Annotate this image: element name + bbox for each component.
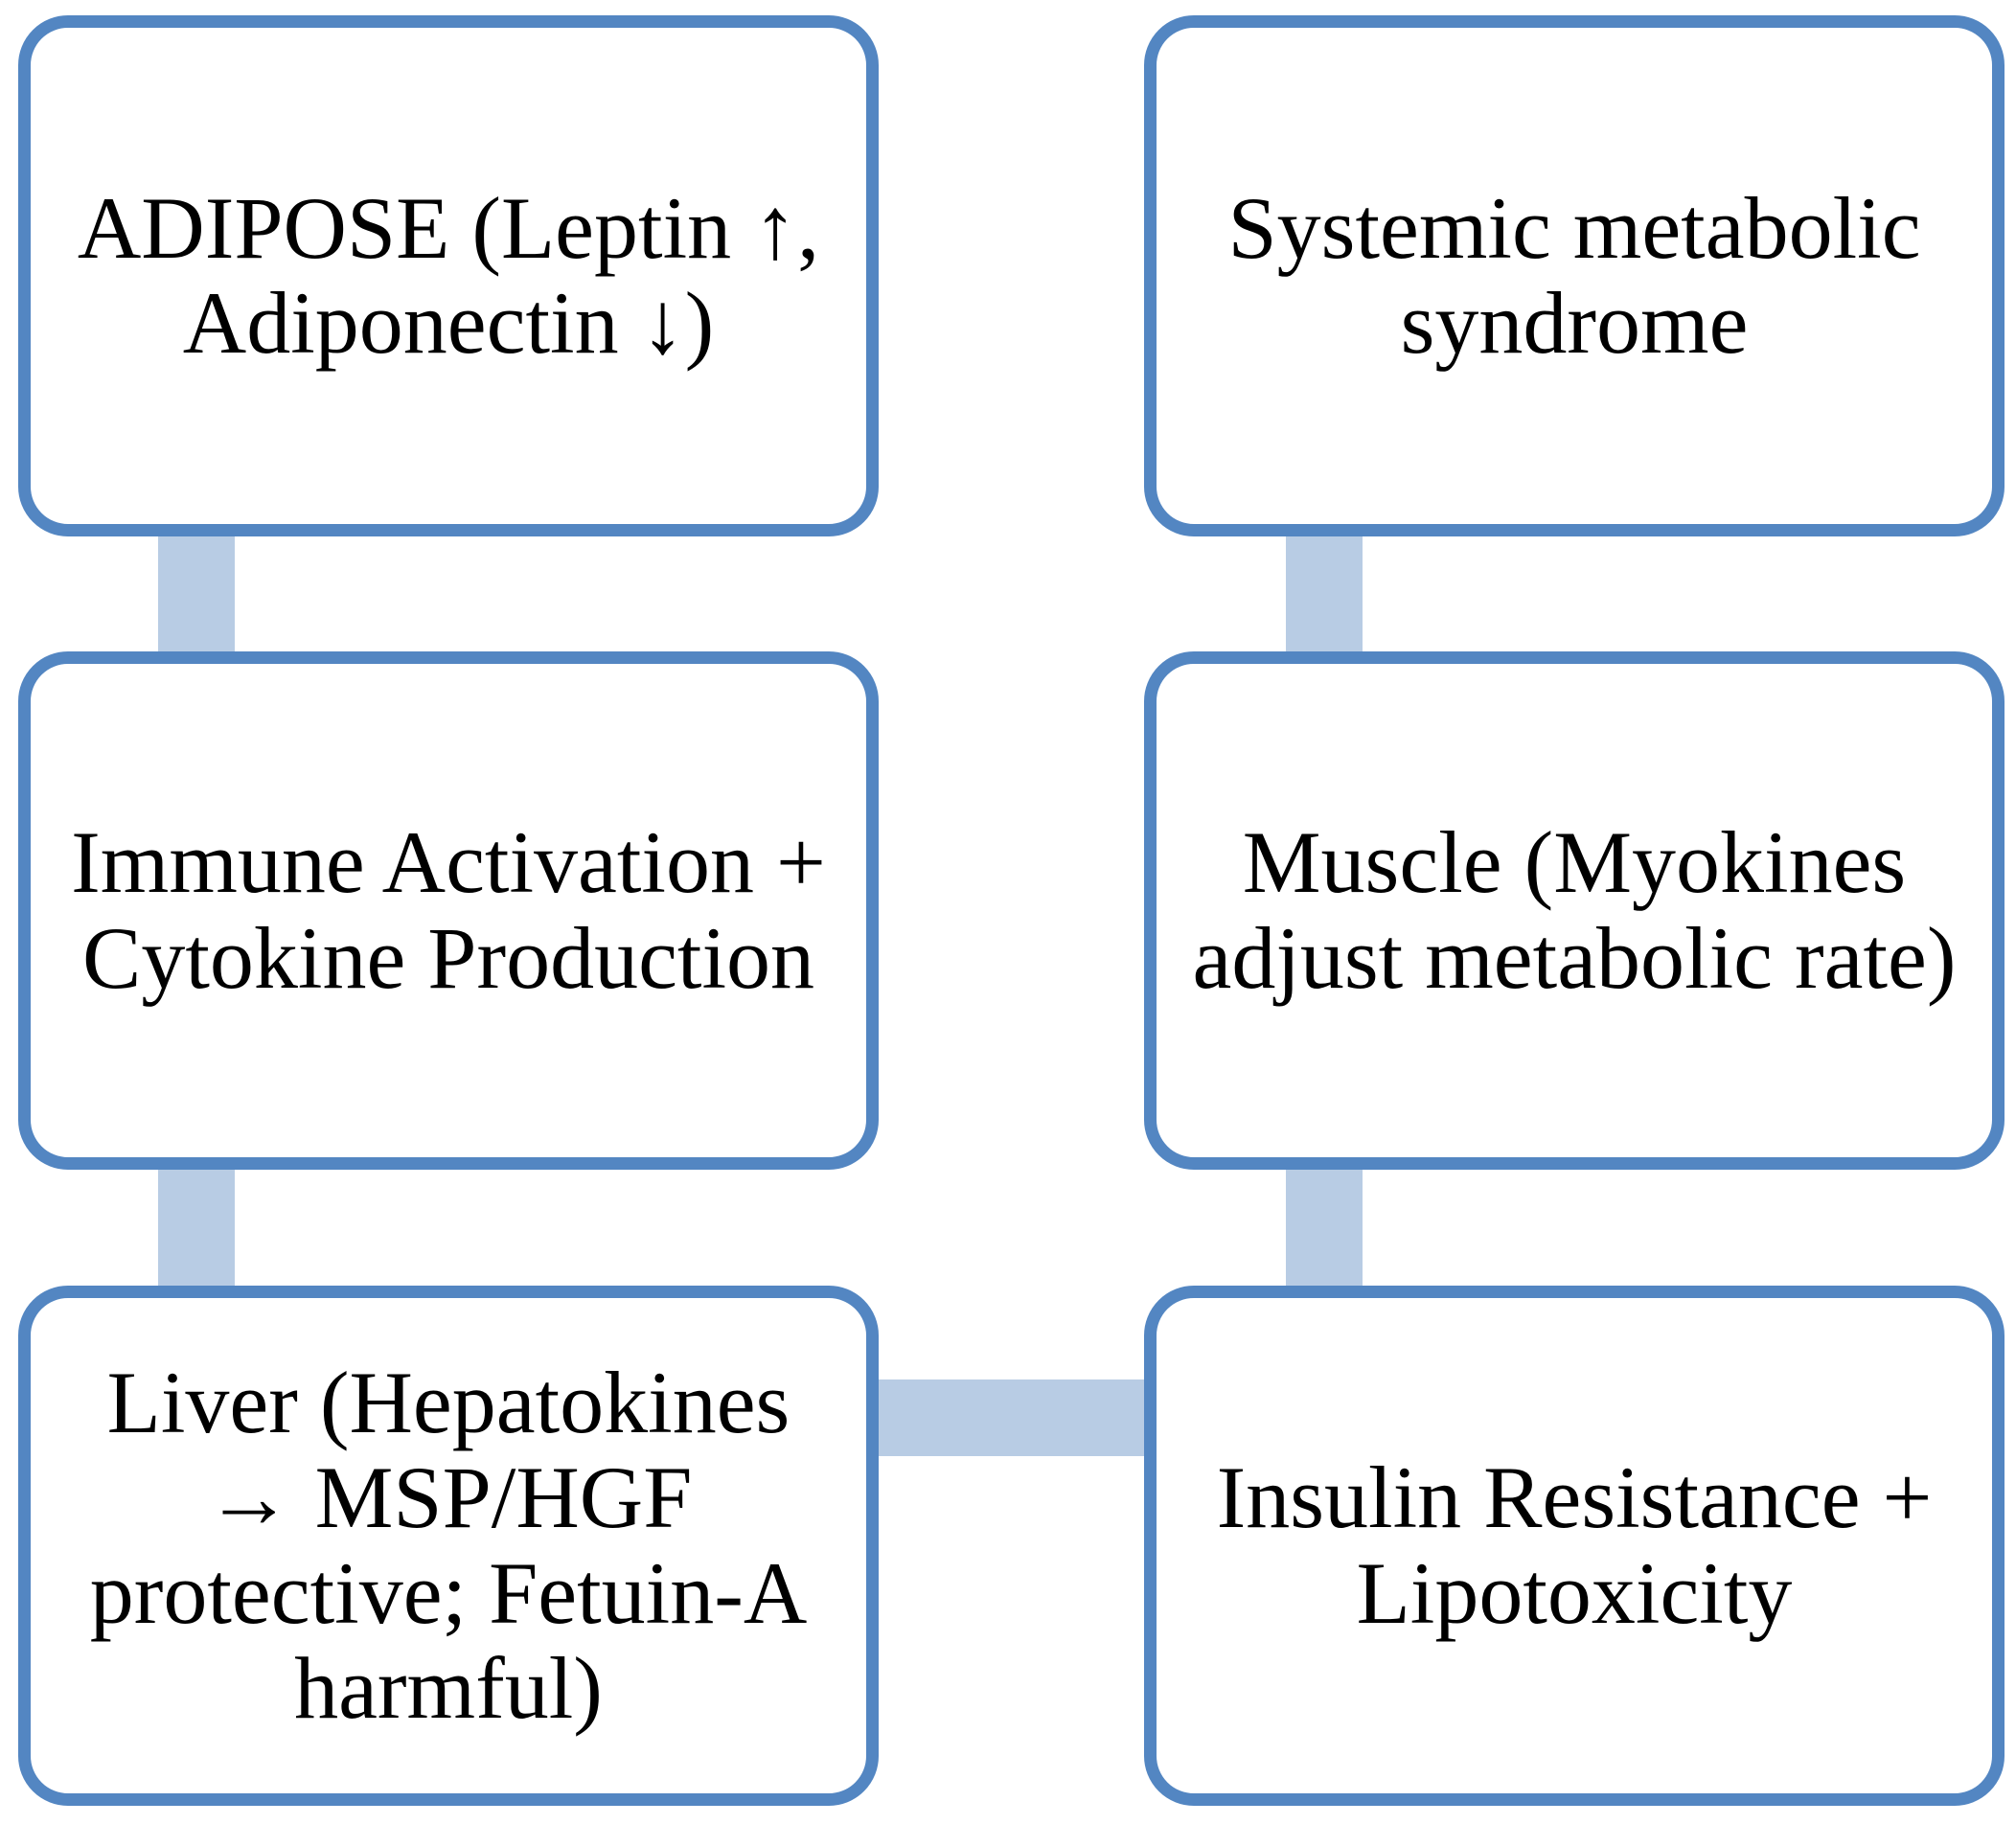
node-liver: Liver (Hepatokines → MSP/HGF protective;… <box>18 1286 879 1806</box>
connector-systemic-to-muscle <box>1286 522 1363 666</box>
node-insulin-label: Insulin Resistance + Lipotoxicity <box>1216 1448 1933 1642</box>
connector-liver-to-insulin <box>867 1379 1155 1456</box>
connector-muscle-to-insulin <box>1286 1154 1363 1298</box>
node-adipose-label: ADIPOSE (Leptin ↑, Adiponectin ↓) <box>77 178 820 372</box>
node-insulin-resistance: Insulin Resistance + Lipotoxicity <box>1144 1286 2005 1806</box>
node-muscle-label: Muscle (Myokines adjust metabolic rate) <box>1192 813 1957 1007</box>
connector-immune-to-liver <box>158 1154 235 1298</box>
node-adipose: ADIPOSE (Leptin ↑, Adiponectin ↓) <box>18 15 879 536</box>
connector-adipose-to-immune <box>158 522 235 666</box>
node-systemic-metabolic-syndrome: Systemic metabolic syndrome <box>1144 15 2005 536</box>
node-immune-label: Immune Activation + Cytokine Production <box>71 813 826 1007</box>
node-systemic-label: Systemic metabolic syndrome <box>1227 178 1921 372</box>
node-liver-label: Liver (Hepatokines → MSP/HGF protective;… <box>89 1353 808 1737</box>
node-immune-activation: Immune Activation + Cytokine Production <box>18 651 879 1170</box>
node-muscle: Muscle (Myokines adjust metabolic rate) <box>1144 651 2005 1170</box>
